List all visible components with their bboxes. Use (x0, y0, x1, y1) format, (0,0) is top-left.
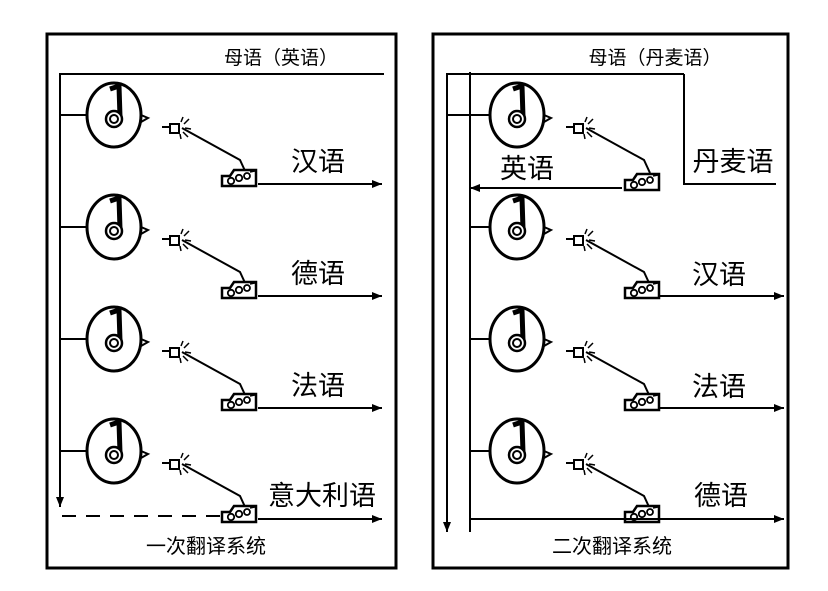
right-danish-input-line (683, 74, 776, 185)
panel-first-order-system: 母语（英语） 汉语 德语 (45, 32, 398, 570)
microphone-icon (161, 452, 192, 476)
microphone-icon (161, 116, 192, 140)
panel-left-border (45, 32, 398, 570)
interpreter-headphone-icon (490, 83, 551, 147)
right-source-language: 母语（丹麦语） (588, 47, 721, 69)
interpreter-headphone-icon (87, 195, 148, 259)
transmitter-icon (220, 280, 258, 300)
interpreter-headphone-icon (87, 419, 148, 483)
interpreter-headphone-icon (490, 195, 551, 259)
left-source-language: 母语（英语） (224, 47, 338, 69)
interpreter-headphone-icon (490, 419, 551, 483)
left-source-feed-line (56, 73, 384, 507)
microphone-icon (161, 340, 192, 364)
right-output-label-1: 汉语 (692, 260, 746, 291)
right-booth-3: 法语 (470, 307, 784, 412)
left-output-label-3: 法语 (291, 371, 345, 402)
right-source-feed-line (443, 73, 684, 532)
panel-right-border (431, 32, 790, 570)
interpreter-headphone-icon (87, 83, 148, 147)
microphone-icon (565, 228, 596, 252)
right-danish-input-label: 丹麦语 (693, 147, 774, 178)
left-caption: 一次翻译系统 (146, 534, 266, 558)
left-output-label-4: 意大利语 (268, 481, 376, 512)
left-booth-4: 意大利语 (60, 419, 382, 524)
interpreter-headphone-icon (490, 307, 551, 371)
microphone-icon (565, 116, 596, 140)
transmitter-icon (623, 172, 661, 192)
right-booth-2: 汉语 (470, 195, 784, 300)
right-booth-relay (447, 83, 661, 192)
right-output-label-2: 法语 (692, 372, 746, 403)
transmitter-icon (623, 392, 661, 412)
left-output-label-1: 汉语 (291, 147, 345, 178)
left-booth-2: 德语 (60, 195, 382, 300)
left-booth-3: 法语 (60, 307, 382, 412)
transmitter-icon (220, 168, 258, 188)
left-booth-1: 汉语 (60, 83, 382, 188)
left-output-label-2: 德语 (291, 259, 345, 290)
microphone-icon (161, 228, 192, 252)
right-booth-4 (470, 419, 661, 524)
right-caption: 二次翻译系统 (552, 534, 672, 558)
transmitter-icon (220, 504, 258, 524)
right-output-label-3: 德语 (694, 481, 748, 512)
microphone-icon (565, 452, 596, 476)
transmitter-icon (220, 392, 258, 412)
transmitter-icon (623, 280, 661, 300)
microphone-icon (565, 340, 596, 364)
panel-second-order-system: 母语（丹麦语） 丹麦语 英语 汉语 (431, 32, 790, 570)
right-relay-label: 英语 (500, 154, 554, 185)
interpreter-headphone-icon (87, 307, 148, 371)
